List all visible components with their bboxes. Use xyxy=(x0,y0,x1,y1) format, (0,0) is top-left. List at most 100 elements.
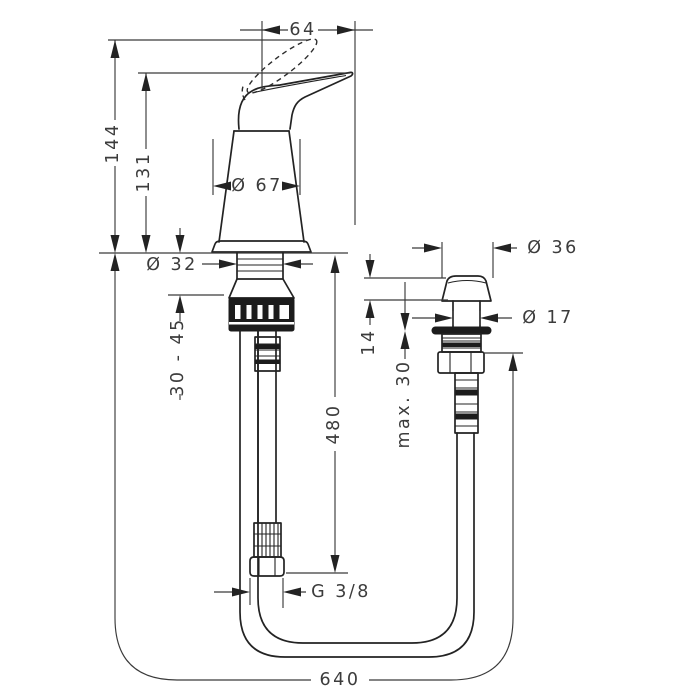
dim-131: 131 xyxy=(134,72,350,253)
dim-label-640: 640 xyxy=(320,670,361,690)
arrow-left xyxy=(424,243,442,253)
dim-32: Ø 32 xyxy=(146,255,313,275)
shank-threads xyxy=(237,258,283,272)
arrow-end xyxy=(508,353,518,371)
fitting-band xyxy=(254,344,281,349)
hose-fitting-ribs xyxy=(255,343,280,363)
braid-cross-lines xyxy=(254,533,281,547)
nut-slot-bar xyxy=(240,304,247,320)
arrow-left xyxy=(213,181,231,191)
arrow-right xyxy=(283,587,301,597)
dim-label-17: Ø 17 xyxy=(522,308,574,328)
arrow-right xyxy=(480,313,498,323)
dim-label-36: Ø 36 xyxy=(527,238,579,258)
knob-assembly xyxy=(431,275,492,434)
arrow-left xyxy=(262,25,280,35)
extension-lines xyxy=(452,311,481,325)
knob-cap-shading xyxy=(447,279,487,284)
lever-dashed-heel xyxy=(241,83,246,101)
arrow-down xyxy=(365,260,375,278)
dim-path-left xyxy=(114,271,311,681)
arrow-top xyxy=(110,40,120,58)
arrow-top xyxy=(141,73,151,91)
dim-67: Ø 67 xyxy=(212,139,301,196)
mounting-shank xyxy=(228,252,295,332)
arrow-right xyxy=(337,25,355,35)
extension-lines xyxy=(364,277,448,301)
arrow-right xyxy=(282,181,300,191)
dim-14: 14 xyxy=(359,254,448,356)
lever-highlight-line xyxy=(255,74,347,93)
dim-label-g38: G 3/8 xyxy=(311,582,371,602)
arrow-up xyxy=(175,295,185,313)
connector-ribs xyxy=(455,379,478,427)
dim-480: 480 xyxy=(286,255,348,574)
arrow-up xyxy=(365,300,375,318)
arrow-left xyxy=(232,587,250,597)
dim-144: 144 xyxy=(103,39,309,271)
arrow-bottom-upper xyxy=(110,235,120,253)
arrow-right xyxy=(283,259,301,269)
long-hose-inner-edge xyxy=(257,330,458,644)
nut-slot-bar xyxy=(273,304,280,320)
arrow-top xyxy=(330,255,340,273)
connector-band xyxy=(455,413,478,420)
dim-label-144: 144 xyxy=(103,123,123,164)
collar-band xyxy=(442,342,481,347)
nut-slot-bar xyxy=(251,304,258,320)
lever-dashed-outline xyxy=(246,38,318,94)
dim-path-right xyxy=(369,371,514,681)
dim-g38: G 3/8 xyxy=(214,578,371,608)
dim-label-14: 14 xyxy=(359,328,379,355)
dim-label-32: Ø 32 xyxy=(146,255,198,275)
braid-lines xyxy=(257,523,279,557)
dim-30-45: 30 - 45 xyxy=(168,228,224,400)
dim-label-30-45: 30 - 45 xyxy=(168,317,188,396)
g38-hex-nut xyxy=(249,556,285,577)
arrow-down xyxy=(175,235,185,253)
arrow-bottom-lower xyxy=(110,253,120,271)
dim-64: 64 xyxy=(240,20,373,225)
dim-label-480: 480 xyxy=(324,404,344,445)
knob-nut-faces xyxy=(449,352,472,373)
extension-lines xyxy=(261,21,356,225)
arrow-bottom xyxy=(141,235,151,253)
dim-label-131: 131 xyxy=(134,152,154,193)
extension-lines xyxy=(441,242,494,278)
short-supply-hose xyxy=(249,330,285,577)
dim-label-67: Ø 67 xyxy=(231,176,283,196)
extension-lines xyxy=(212,139,301,195)
nut-groove xyxy=(229,322,294,325)
arrow-left xyxy=(219,259,237,269)
connector-band xyxy=(455,389,478,396)
knob-cap xyxy=(441,275,492,302)
arrow-upper xyxy=(400,313,410,331)
hex-nut-faces xyxy=(258,557,276,576)
arrow-right xyxy=(493,243,511,253)
dim-label-64: 64 xyxy=(289,20,316,40)
long-hose-outer-edge xyxy=(239,330,475,658)
escutcheon xyxy=(211,240,312,253)
dim-17: Ø 17 xyxy=(412,308,574,328)
knob-stem xyxy=(452,300,481,328)
fitting-band xyxy=(254,359,281,364)
lever-outline xyxy=(237,71,354,130)
hose-fitting xyxy=(254,336,281,372)
shank-collar xyxy=(228,278,295,299)
dim-label-max30: max. 30 xyxy=(394,359,414,448)
collar-rings xyxy=(442,337,481,349)
extension-lines xyxy=(249,578,284,608)
knob-mounting-nut xyxy=(437,351,485,374)
dim-36: Ø 36 xyxy=(412,238,579,278)
arrow-bottom xyxy=(330,555,340,573)
long-supply-hose xyxy=(239,330,475,658)
arrow-left xyxy=(435,313,453,323)
dim-640: 640 xyxy=(114,271,523,690)
dim-max30: max. 30 xyxy=(394,282,414,449)
lever-handle xyxy=(237,71,354,130)
lever-handle-alternate-position xyxy=(241,38,318,101)
nut-slot-bar xyxy=(262,304,269,320)
arrow-lower xyxy=(400,331,410,349)
